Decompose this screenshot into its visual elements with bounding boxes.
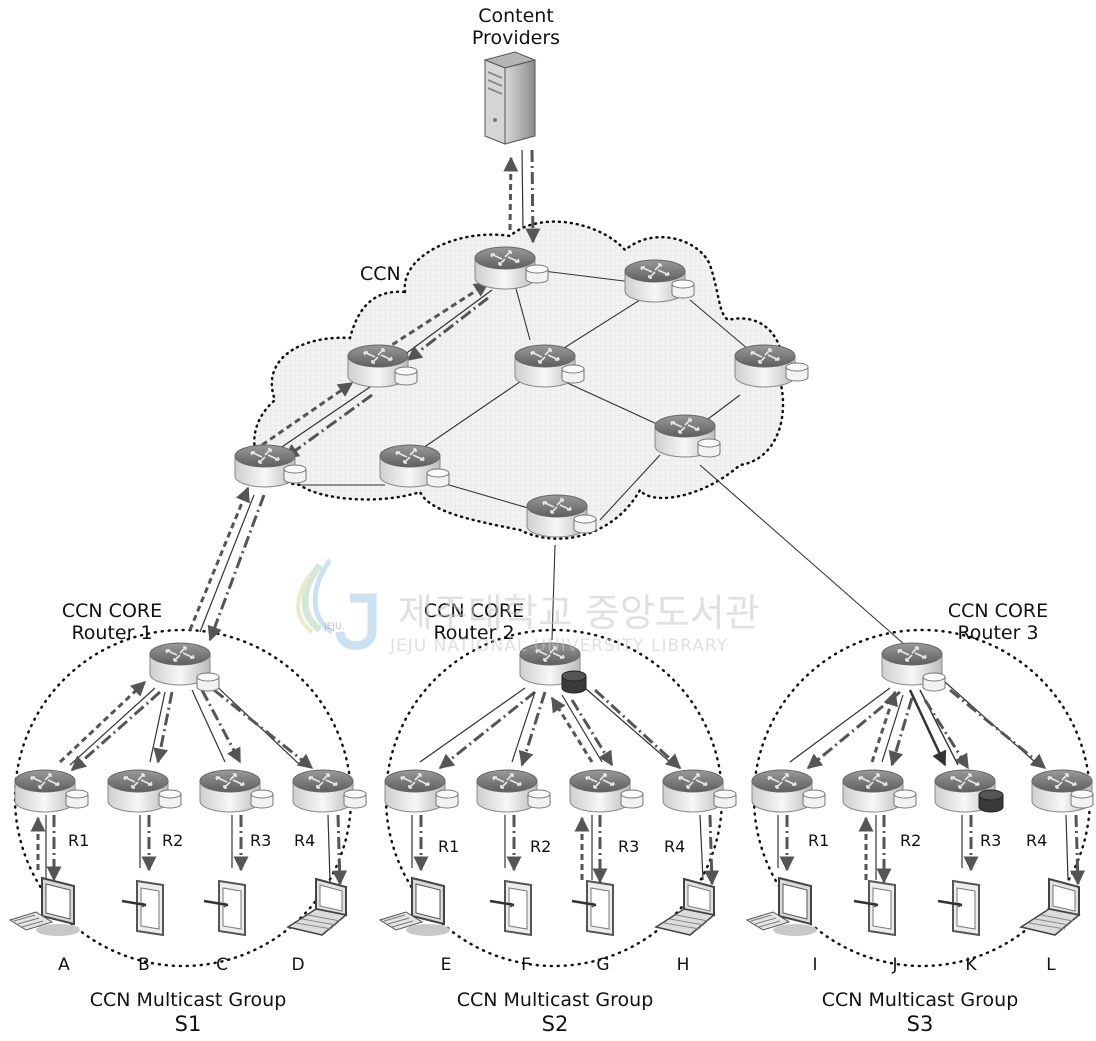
device-label: H [676,955,690,975]
router-label: R2 [530,837,552,856]
device-label: A [58,955,70,975]
desktop-icon [379,877,451,937]
device-label: D [291,955,305,975]
group-s2-line1: CCN Multicast Group [456,989,654,1011]
router-label: R2 [900,831,922,850]
edge-router-icon [292,769,367,813]
edge-router-icon [14,769,89,813]
device-label: I [812,955,818,975]
group-s2-line2: S2 [541,1011,569,1036]
device-label: E [440,955,452,975]
link [521,149,524,229]
core-router-2-label: CCN CORE Router 2 [423,600,525,645]
device-label: B [138,955,150,975]
group-s2-links [411,687,720,886]
laptop-icon [1020,878,1080,936]
core-router-1-line1: CCN CORE [61,600,163,622]
core-router-1-label: CCN CORE Router 1 [61,600,163,645]
router-icon [654,414,721,458]
laptop-icon [655,878,715,936]
laptop-icon [287,878,347,936]
device-label: C [216,955,228,975]
data-arrow [207,494,266,642]
interest-arrow [503,156,519,231]
router-label: R1 [808,831,830,850]
tablet-icon [936,879,981,937]
edge-router-icon [476,769,551,813]
data-arrow [283,393,373,460]
group-s1-line1: CCN Multicast Group [89,989,287,1011]
router-label: R4 [664,837,686,856]
desktop-icon [9,877,81,937]
edge-router-icon [384,769,459,813]
router-label: R3 [980,831,1002,850]
group-s3-links [777,681,1086,886]
edge-router-icon [842,769,917,813]
core-router-3-line1: CCN CORE [947,600,1049,622]
link [403,289,493,356]
core-router-3-line2: Router 3 [957,621,1039,644]
edge-router-icon [751,769,826,813]
watermark-english-text: JEJU NATIONAL UNIVERSITY LIBRARY [390,636,728,656]
router-label: R3 [250,831,272,850]
watermark-korean-text: 제주대학교 중앙도서관 [398,591,760,635]
device-label: J [892,955,898,975]
router-label: R4 [1026,831,1048,850]
tablet-icon [488,879,533,937]
group-s3-caption: CCN Multicast Group S3 [821,989,1019,1036]
edge-router-icon [662,769,737,813]
data-arrow [406,296,489,362]
device-label: F [521,955,531,975]
core-router-2-line2: Router 2 [433,621,515,644]
device-label: K [965,955,977,975]
tablet-icon [570,879,615,937]
content-providers-line2: Providers [471,26,561,49]
interest-arrow [383,281,490,352]
interest-arrow [188,486,250,631]
group-s3-line1: CCN Multicast Group [821,989,1019,1011]
watermark-logo-text: JEJU [324,622,342,632]
tablet-icon [202,879,247,937]
desktop-icon [746,877,818,937]
ccn-label: CCN [360,263,401,285]
end-devices [9,877,1080,937]
interest-arrow [261,381,354,447]
core-router-icon [149,642,220,692]
tablet-icon [852,879,897,937]
group-s1-caption: CCN Multicast Group S1 [89,989,287,1036]
content-providers-line1: Content [478,5,554,27]
group-s2-caption: CCN Multicast Group S2 [456,989,654,1036]
core-router-3-label: CCN CORE Router 3 [947,600,1049,645]
core-router-1-line2: Router 1 [71,621,153,644]
content-server-icon [484,51,536,145]
router-label: R1 [68,831,90,850]
router-label: R1 [438,837,460,856]
core-router-icon [881,642,946,692]
content-providers-label: Content Providers [471,5,561,50]
edge-routers [14,769,1094,813]
data-arrow [525,149,541,244]
device-label: L [1046,955,1056,975]
device-label: G [596,955,610,975]
link [269,386,371,456]
edge-router-icon [934,769,1004,813]
group-s1-line2: S1 [174,1011,202,1036]
edge-router-icon [569,769,644,813]
core-router-2-line1: CCN CORE [423,600,525,622]
link [199,494,255,633]
router-label: R3 [618,837,640,856]
group-s1-links [30,679,348,886]
router-icon [734,344,809,388]
edge-router-icon [1031,769,1094,813]
edge-router-icon [107,769,182,813]
watermark-logo [296,558,377,650]
group-s3-line2: S3 [906,1011,934,1036]
router-label: R2 [162,831,184,850]
router-label: R4 [294,831,316,850]
edge-router-icon [199,769,274,813]
tablet-icon [120,879,165,937]
